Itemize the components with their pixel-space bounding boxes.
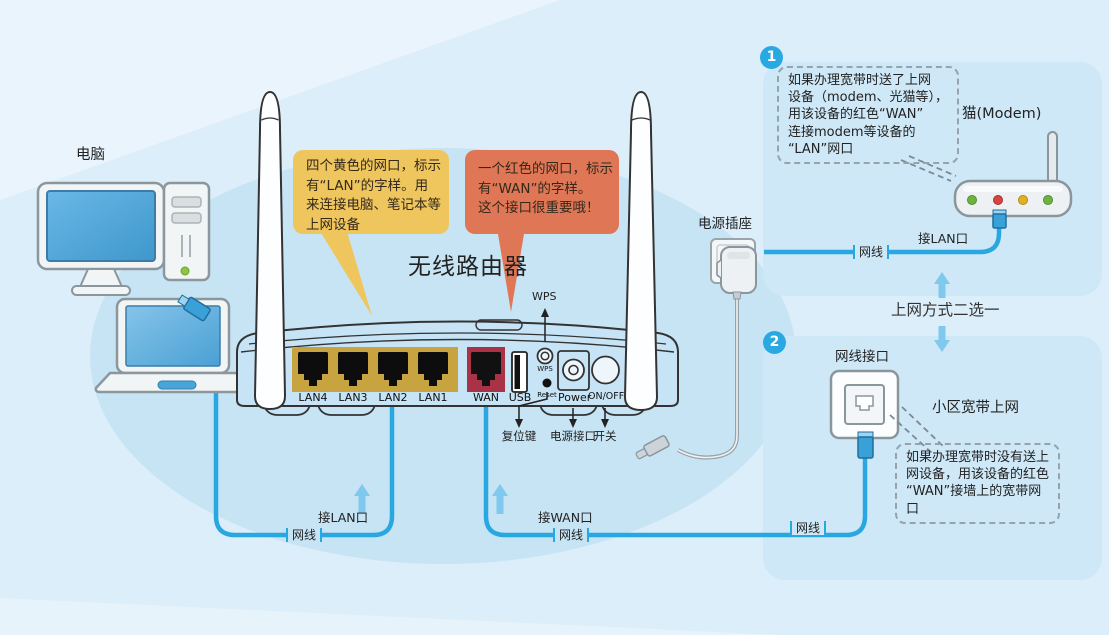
rj45-plug-icon [992, 213, 1007, 229]
power-led [180, 266, 190, 276]
wan-label: WAN [472, 391, 500, 404]
lan3-label: LAN3 [338, 391, 368, 404]
option1-badge: 1 [760, 46, 783, 69]
dashed-pointers [889, 155, 957, 454]
switch-cn-label: 开关 [593, 429, 617, 443]
modem-led-green2 [1043, 195, 1053, 205]
wan-port-link-label: 接WAN口 [538, 510, 593, 525]
reset-small-label: Reset [537, 391, 557, 399]
option1-note: 如果办理宽带时送了上网 设备（modem、光猫等）， 用该设备的红色“WAN” … [777, 66, 960, 165]
choice-label: 上网方式二选一 [891, 301, 1000, 319]
lan1-label: LAN1 [418, 391, 448, 404]
wan-callout-bubble [465, 150, 619, 234]
modem-led-red [993, 195, 1003, 205]
up-arrow-icon [354, 484, 370, 514]
direction-arrows [354, 272, 950, 514]
power-label: Power [558, 391, 592, 404]
lan-callout-text: 四个黄色的网口，标示 有“LAN”的字样。用 来连接电脑、笔记本等 上网设备 [306, 158, 441, 233]
usb-label: USB [508, 391, 532, 404]
modem-cable-tag: 网线 [853, 245, 890, 259]
dc-plug-icon [635, 435, 670, 460]
power-jack [557, 350, 590, 391]
modem-port-link-label: 接LAN口 [918, 231, 969, 246]
lan4-label: LAN4 [298, 391, 328, 404]
modem-label: 猫(Modem) [962, 106, 1042, 122]
modem-antenna [1047, 131, 1058, 189]
lan-port-link-label: 接LAN口 [318, 510, 369, 525]
modem-cable [764, 224, 1002, 255]
up-arrow-icon [492, 484, 508, 514]
callout-bubbles [293, 150, 619, 316]
power-socket-label: 电源插座 [698, 216, 752, 232]
antenna-right [623, 90, 659, 412]
modem-device [953, 131, 1073, 229]
laptop [94, 297, 252, 394]
down-arrow-icon [934, 326, 950, 352]
up-arrow-icon [934, 272, 950, 298]
wireless-router [236, 90, 679, 412]
option2-note: 如果办理宽带时没有送上 网设备，用该设备的红色 “WAN”接墙上的宽带网 口 [895, 443, 1061, 524]
option2-badge: 2 [763, 331, 786, 354]
modem-led-amber [1018, 195, 1028, 205]
wall-jack-label: 网线接口 [835, 349, 889, 365]
onoff-button [591, 355, 620, 385]
option1-panel [763, 62, 1102, 296]
wall-network-jack [829, 369, 900, 459]
power-socket [710, 238, 757, 300]
option2-title: 小区宽带上网 [932, 400, 1019, 416]
leader-arrows [515, 308, 609, 428]
option2-panel [763, 336, 1102, 580]
wan-cable [483, 400, 868, 538]
wan-callout-text: 一个红色的网口，标示 有“WAN”的字样。 这个接口很重要哦！ [478, 161, 613, 216]
rj45-plug-icon [177, 294, 211, 322]
router-title: 无线路由器 [408, 254, 528, 280]
lan-cable-tag: 网线 [286, 528, 323, 542]
wall-cable-tag: 网线 [790, 521, 827, 535]
wan-cable-tag: 网线 [553, 528, 590, 542]
rj45-socket-icon [855, 395, 874, 411]
computer-label: 电脑 [76, 147, 105, 163]
monitor-screen [46, 190, 156, 262]
onoff-label: ON/OFF [588, 391, 625, 402]
modem-led-green [967, 195, 977, 205]
lan2-label: LAN2 [378, 391, 408, 404]
laptop-screen [125, 305, 221, 367]
reset-button [542, 378, 552, 388]
router-feet [262, 404, 648, 416]
wps-button [536, 347, 554, 365]
wps-small-label: WPS [537, 365, 553, 373]
desktop-computer [36, 181, 211, 296]
wps-pointer-label: WPS [532, 290, 557, 303]
rj45-plug-icon [857, 436, 874, 459]
power-cn-label: 电源接口 [550, 429, 596, 443]
power-cord [635, 292, 739, 460]
antenna-left [253, 90, 287, 411]
reset-cn-label: 复位键 [501, 429, 537, 443]
lan-callout-bubble [293, 150, 449, 234]
